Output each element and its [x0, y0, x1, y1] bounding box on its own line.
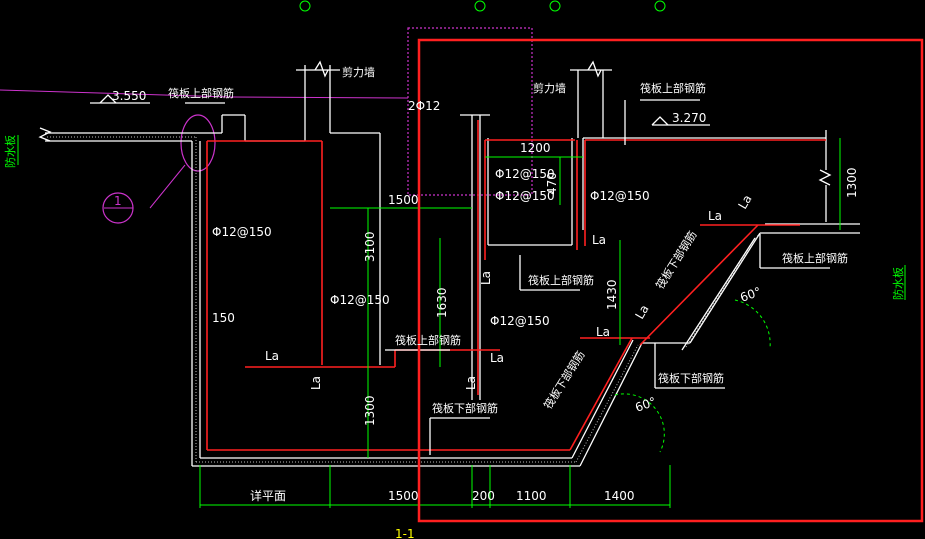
rebar-d: Φ12@150	[495, 189, 555, 203]
rebar-e: Φ12@150	[590, 189, 650, 203]
shear-wall-right: 剪力墙	[533, 81, 566, 95]
rebar-lines	[206, 120, 826, 451]
text-labels: 3.550 3.270 剪力墙 剪力墙 筏板上部钢筋 筏板上部钢筋 筏板上部钢筋…	[3, 65, 905, 539]
dim-1300-right: 1300	[845, 167, 859, 198]
raft-bottom-bars-1: 筏板下部钢筋	[658, 371, 724, 385]
dim-150: 150	[212, 311, 235, 325]
dim-1100: 1100	[516, 489, 547, 503]
rebar-b: Φ12@150	[330, 293, 390, 307]
dim-1400: 1400	[604, 489, 635, 503]
dim-1200: 1200	[520, 141, 551, 155]
leader-lines	[90, 94, 830, 455]
dim-1630: 1630	[435, 287, 449, 318]
la-4: La	[596, 325, 610, 339]
dim-1500-top: 1500	[388, 193, 419, 207]
detail-title: 1-1	[395, 527, 415, 539]
rebar-c: Φ12@150	[495, 167, 555, 181]
shear-wall-left: 剪力墙	[342, 65, 375, 79]
rebar-a: Φ12@150	[212, 225, 272, 239]
angle-1: 60°	[738, 284, 763, 304]
dim-bottom-label: 详平面	[250, 488, 286, 503]
magenta-leader-lines	[0, 27, 533, 224]
raft-top-bars-4: 筏板上部钢筋	[528, 273, 594, 287]
la-1: La	[265, 349, 279, 363]
dim-3100: 3100	[363, 231, 377, 262]
raft-top-bars-1: 筏板上部钢筋	[168, 86, 234, 100]
dimension-texts: 1500 1200 470 1300 3100 1630 1430 1300 详…	[250, 141, 859, 503]
raft-bottom-bars-4: 筏板下部钢筋	[541, 348, 588, 411]
la-5: La	[708, 209, 722, 223]
raft-top-bars-2: 筏板上部钢筋	[640, 81, 706, 95]
waterproof-right: 防水板	[891, 267, 905, 300]
la-3: La	[592, 233, 606, 247]
highlight-box	[417, 38, 924, 523]
section-mark: 1	[114, 194, 122, 208]
la-8: La	[479, 271, 493, 285]
elev-right: 3.270	[672, 111, 706, 125]
waterproof-left: 防水板	[3, 135, 17, 168]
dim-1430: 1430	[605, 279, 619, 310]
dim-1300-left: 1300	[363, 395, 377, 426]
dim-470: 470	[545, 172, 559, 195]
la-2: La	[490, 351, 504, 365]
la-10: La	[735, 192, 754, 211]
rebar-2phi12: 2Φ12	[408, 99, 440, 113]
la-6: La	[309, 376, 323, 390]
la-7: La	[464, 376, 478, 390]
dim-1500-bot: 1500	[388, 489, 419, 503]
raft-bottom-bars-2: 筏板下部钢筋	[432, 401, 498, 415]
dimension-lines	[17, 135, 906, 508]
dim-200: 200	[472, 489, 495, 503]
concrete-cover-pattern	[47, 136, 759, 463]
concrete-outline	[38, 60, 860, 467]
angle-2: 60°	[633, 394, 658, 414]
top-grid-markers	[299, 0, 666, 12]
raft-top-bars-3: 筏板上部钢筋	[782, 251, 848, 265]
elev-left: 3.550	[112, 89, 146, 103]
la-9: La	[632, 302, 651, 321]
rebar-f: Φ12@150	[490, 314, 550, 328]
raft-bottom-bars-3: 筏板下部钢筋	[653, 228, 700, 291]
raft-top-bars-5: 筏板上部钢筋	[395, 333, 461, 347]
detail-ellipse	[180, 114, 216, 172]
